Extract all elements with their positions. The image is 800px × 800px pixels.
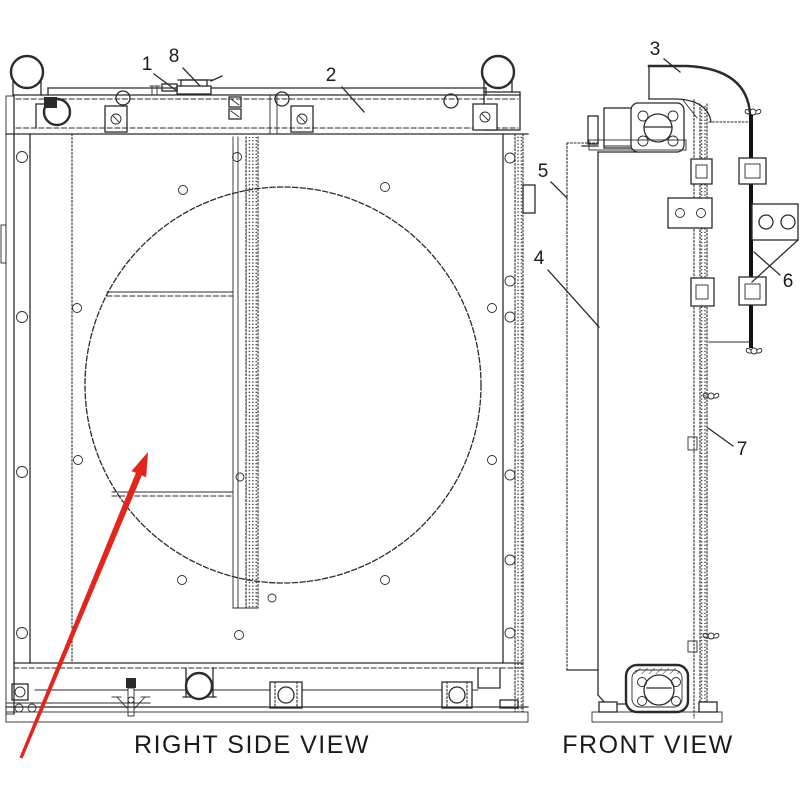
top-flange-assembly [581,102,687,153]
callout-4-label: 4 [534,248,545,269]
drain-valve [111,678,151,717]
fan-shroud-circle [84,186,482,584]
base-rail [5,711,529,723]
callout-7: 7 [707,427,748,460]
radiator-frame [0,94,536,715]
callout-7-label: 7 [737,439,748,460]
shroud-bolt-holes [72,152,497,640]
mounting-foot [441,681,473,709]
gusset-bracket [751,203,799,283]
callout-2: 2 [326,65,365,113]
mounting-foot [269,681,303,709]
callout-6: 6 [753,251,794,292]
top-left-pipe-fitting [9,54,45,96]
right-side-view-title: RIGHT SIDE VIEW [134,731,370,759]
bar-clamp [738,157,767,185]
bottom-flange [624,663,690,714]
elbow-duct [647,64,752,123]
wing-bolt [745,347,763,355]
strip-clamp [690,277,715,307]
two-hole-bracket [667,197,713,229]
strip-clamp [690,158,713,185]
red-pointer-arrow [19,452,148,759]
bottom-tank [5,662,529,723]
callout-8-label: 8 [169,46,180,67]
front-view-drawing [566,64,799,723]
callouts: 1 8 2 3 5 4 6 7 [142,39,794,460]
front-view-title: FRONT VIEW [562,731,733,759]
front-body [566,99,708,719]
callout-2-label: 2 [326,65,337,86]
callout-1: 1 [142,54,178,92]
bottom-outlet-pipe [182,667,217,701]
callout-1-label: 1 [142,54,153,75]
mounting-bar-assembly [667,108,799,653]
top-right-pipe-fitting [480,54,516,93]
right-side-view-drawing [0,54,536,723]
callout-4: 4 [534,248,600,328]
top-tank [5,87,529,135]
callout-3: 3 [650,39,681,73]
callout-5: 5 [538,161,568,199]
front-base [591,701,723,723]
callout-3-label: 3 [650,39,661,60]
callout-6-label: 6 [783,271,794,292]
callout-8: 8 [169,46,201,87]
fan-shroud [72,136,497,640]
filler-cap [149,75,223,96]
wing-bolt [744,108,762,116]
callout-5-label: 5 [538,161,549,182]
corner-clamp [11,683,37,713]
side-bracket-part5 [587,115,599,145]
